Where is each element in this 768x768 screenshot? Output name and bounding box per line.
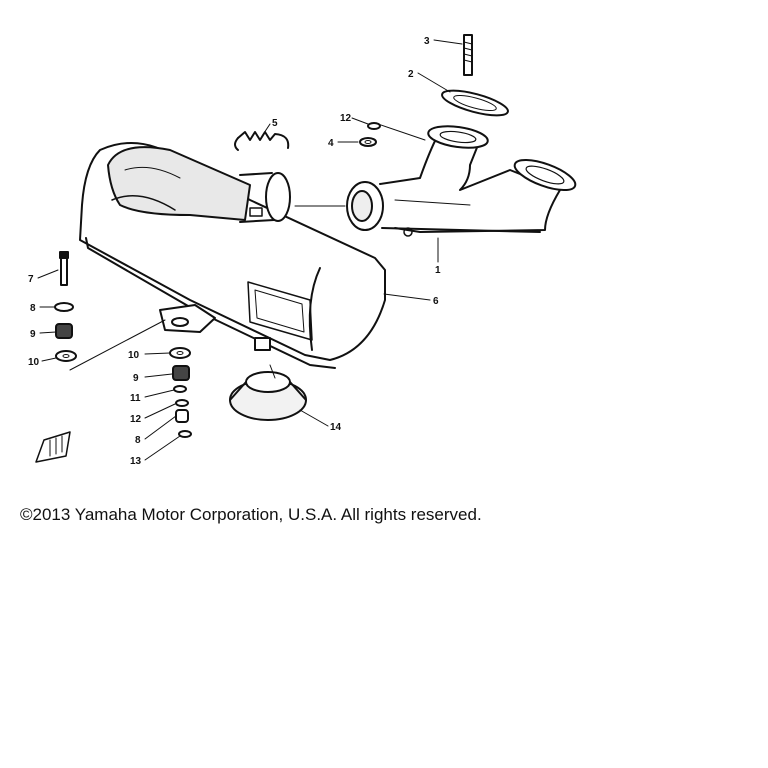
callout-8-left: 8 (30, 303, 36, 314)
callout-8-center: 8 (135, 435, 141, 446)
callout-9-left: 9 (30, 329, 36, 340)
assembly-lines (69, 123, 426, 379)
muffler-spring (234, 131, 290, 151)
callout-13: 13 (130, 456, 142, 467)
rubber-grommet (229, 371, 307, 421)
copyright-notice: ©2013 Yamaha Motor Corporation, U.S.A. A… (20, 505, 482, 524)
callout-11: 11 (130, 393, 141, 404)
callout-5: 5 (272, 118, 278, 129)
washer-8-center (175, 409, 189, 423)
nut-13 (178, 430, 192, 438)
callout-6: 6 (433, 296, 439, 307)
muffler-body (79, 141, 386, 369)
exhaust-gasket (441, 89, 509, 117)
washer-12-bottom (175, 399, 189, 407)
stud-bolt (463, 34, 473, 76)
callout-3: 3 (424, 36, 430, 47)
callout-14: 14 (330, 422, 342, 433)
callout-10-center: 10 (128, 350, 140, 361)
exploded-parts-diagram: 3 2 5 12 4 1 6 7 8 9 10 10 9 11 12 8 13 … (28, 34, 577, 467)
washer-11 (173, 385, 187, 393)
callout-labels: 3 2 5 12 4 1 6 7 8 9 10 10 9 11 12 8 13 … (28, 36, 441, 467)
leader-lines (37, 39, 463, 461)
callout-10-left: 10 (28, 357, 40, 368)
callout-4: 4 (328, 138, 334, 149)
callout-9-center: 9 (133, 373, 139, 384)
callout-7: 7 (28, 274, 34, 285)
washer-10-left (55, 350, 77, 362)
washer-12-top (367, 122, 381, 130)
forward-arrow-icon (35, 431, 71, 463)
mounting-bracket (159, 304, 271, 351)
nut-4 (359, 137, 377, 147)
washer-8-left (54, 302, 74, 312)
callout-1: 1 (435, 265, 441, 276)
spring-9-left (55, 323, 73, 339)
callout-12-bottom: 12 (130, 414, 142, 425)
bolt-7 (59, 251, 69, 286)
inlet-pipe-collar (239, 172, 291, 223)
callout-12-top: 12 (340, 113, 352, 124)
spring-9-center (172, 365, 190, 381)
washer-10-center (169, 347, 191, 359)
exhaust-pipe (346, 125, 577, 237)
callout-2: 2 (408, 69, 414, 80)
